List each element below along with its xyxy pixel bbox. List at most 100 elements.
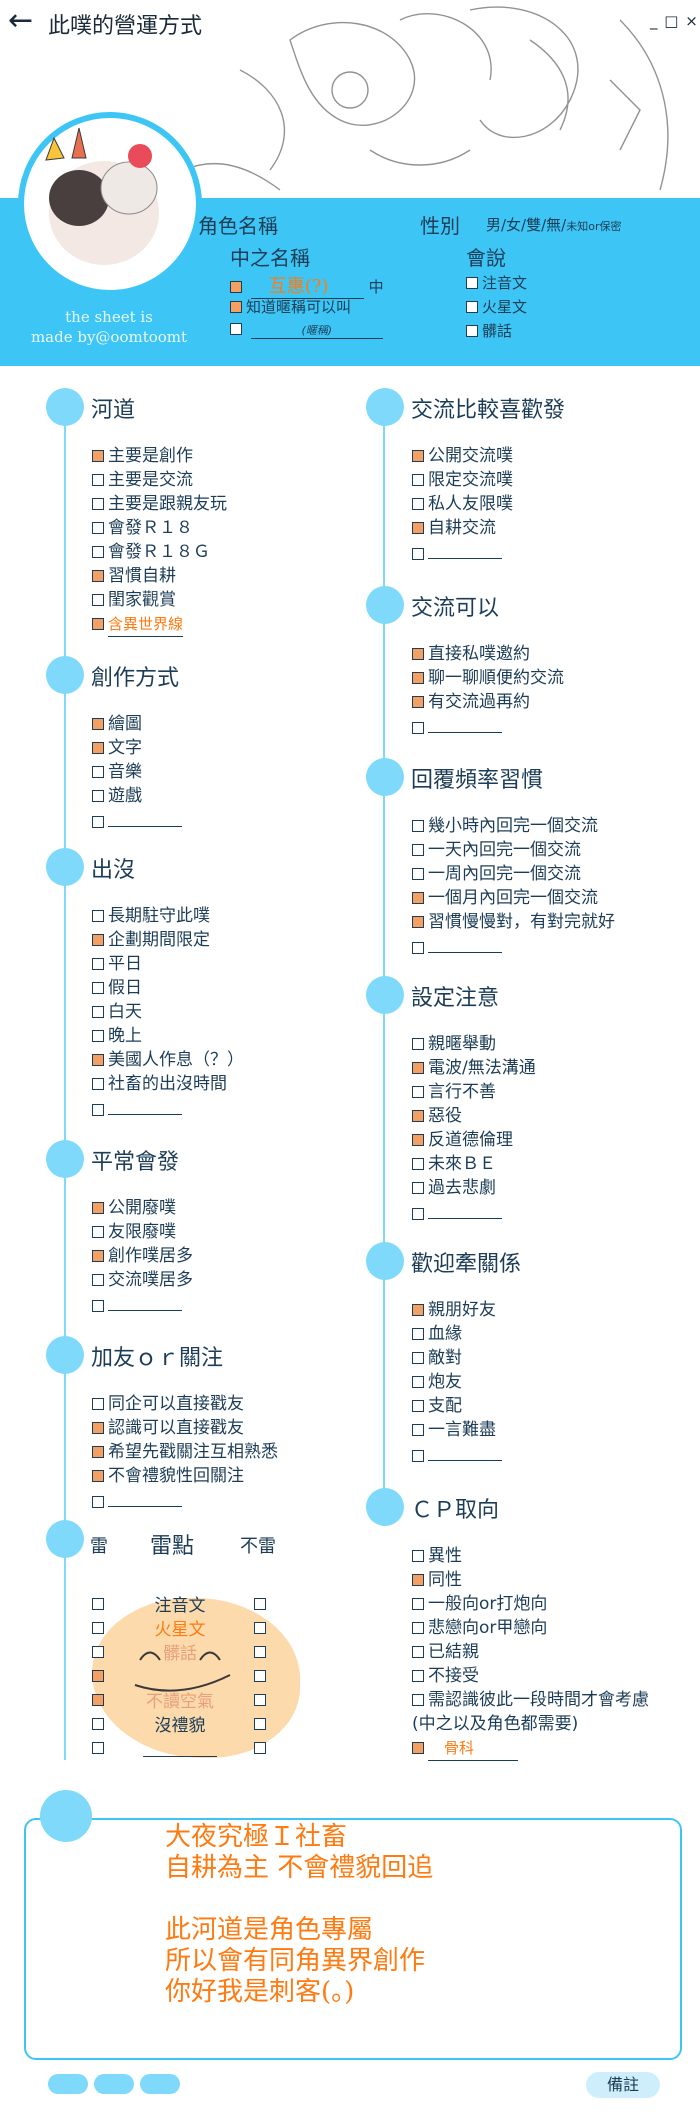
checklist-item[interactable]: 未來ＢＥ <box>412 1152 496 1176</box>
checkbox[interactable] <box>412 696 424 708</box>
checkbox[interactable] <box>92 982 104 994</box>
checkbox[interactable] <box>466 325 478 337</box>
checklist-item[interactable]: 親朋好友 <box>412 1298 496 1322</box>
checkbox[interactable] <box>412 1352 424 1364</box>
checkbox[interactable] <box>412 672 424 684</box>
lei-right-checkbox[interactable] <box>254 1622 266 1634</box>
lei-left-checkbox[interactable] <box>92 1646 104 1658</box>
checkbox[interactable] <box>92 1104 104 1116</box>
checkbox[interactable] <box>92 1422 104 1434</box>
checkbox[interactable] <box>412 1182 424 1194</box>
checkbox[interactable] <box>412 1670 424 1682</box>
checkbox[interactable] <box>412 844 424 856</box>
checklist-item[interactable]: 過去悲劇 <box>412 1176 496 1200</box>
checklist-item[interactable] <box>412 714 502 740</box>
checkbox[interactable] <box>412 648 424 660</box>
checkbox[interactable] <box>92 1398 104 1410</box>
checklist-item[interactable]: 會發Ｒ１８ <box>92 516 193 540</box>
checklist-item[interactable]: 反道德倫理 <box>412 1128 513 1152</box>
checklist-item[interactable]: 含異世界線 <box>92 612 184 637</box>
checkbox[interactable] <box>92 958 104 970</box>
checkbox[interactable] <box>92 570 104 582</box>
checkbox[interactable] <box>412 1598 424 1610</box>
lei-right-checkbox[interactable] <box>254 1694 266 1706</box>
checklist-item[interactable]: 習慣自耕 <box>92 564 176 588</box>
checkbox[interactable] <box>92 766 104 778</box>
checklist-item[interactable]: 私人友限噗 <box>412 492 513 516</box>
lei-left-checkbox[interactable] <box>92 1670 104 1682</box>
checklist-item[interactable]: 骨科 <box>412 1736 518 1761</box>
checkbox[interactable] <box>92 1300 104 1312</box>
checklist-item[interactable]: 限定交流噗 <box>412 468 513 492</box>
notes-tab[interactable]: 備註 <box>586 2072 660 2098</box>
checklist-item[interactable]: 閨家觀賞 <box>92 588 176 612</box>
cn-blank-row[interactable]: (暱稱) <box>230 320 383 339</box>
checkbox[interactable] <box>412 1622 424 1634</box>
checklist-item[interactable]: 交流噗居多 <box>92 1268 193 1292</box>
checklist-item[interactable]: 親暱舉動 <box>412 1032 496 1056</box>
checklist-item[interactable]: 企劃期間限定 <box>92 928 210 952</box>
checkbox[interactable] <box>92 1078 104 1090</box>
checkbox[interactable] <box>412 722 424 734</box>
checkbox[interactable] <box>92 718 104 730</box>
checkbox[interactable] <box>92 474 104 486</box>
checklist-item[interactable]: 直接私噗邀約 <box>412 642 530 666</box>
checklist-item[interactable]: 不會禮貌性回關注 <box>92 1464 244 1488</box>
checklist-item[interactable]: 同企可以直接戳友 <box>92 1392 244 1416</box>
checkbox[interactable] <box>412 1424 424 1436</box>
checklist-item[interactable]: 惡役 <box>412 1104 462 1128</box>
checkbox[interactable] <box>92 1274 104 1286</box>
checklist-item[interactable] <box>412 1200 502 1226</box>
checkbox[interactable] <box>92 1470 104 1482</box>
speaks-item[interactable]: 火星文 <box>466 296 527 317</box>
checkbox[interactable] <box>92 1446 104 1458</box>
back-arrow-icon[interactable]: ← <box>8 3 34 38</box>
checklist-item[interactable]: 聊一聊順便約交流 <box>412 666 564 690</box>
lei-right-checkbox[interactable] <box>254 1598 266 1610</box>
lei-left-checkbox[interactable] <box>92 1598 104 1610</box>
checkbox[interactable] <box>92 1006 104 1018</box>
checkbox[interactable] <box>412 1158 424 1170</box>
checklist-item[interactable]: 希望先戳關注互相熟悉 <box>92 1440 278 1464</box>
checkbox[interactable] <box>92 1496 104 1508</box>
checklist-item[interactable]: 敵對 <box>412 1346 462 1370</box>
speaks-item[interactable]: 注音文 <box>466 272 527 293</box>
checkbox[interactable] <box>92 498 104 510</box>
checklist-item[interactable]: 需認識彼此一段時間才會考慮 <box>412 1688 649 1712</box>
lei-right-checkbox[interactable] <box>254 1718 266 1730</box>
checklist-item[interactable]: 一周內回完一個交流 <box>412 862 581 886</box>
checkbox[interactable] <box>412 1328 424 1340</box>
checkbox[interactable] <box>412 1134 424 1146</box>
checkbox[interactable] <box>412 522 424 534</box>
checklist-item[interactable]: 主要是創作 <box>92 444 193 468</box>
checklist-item[interactable] <box>92 808 182 834</box>
checklist-item[interactable]: 長期駐守此噗 <box>92 904 210 928</box>
checkbox[interactable] <box>92 1250 104 1262</box>
checkbox[interactable] <box>92 816 104 828</box>
lei-right-checkbox[interactable] <box>254 1670 266 1682</box>
window-controls[interactable]: _ □ × <box>650 12 699 30</box>
pill-3[interactable] <box>140 2074 180 2094</box>
lei-left-checkbox[interactable] <box>92 1694 104 1706</box>
checklist-item[interactable]: 支配 <box>412 1394 462 1418</box>
checklist-item[interactable]: 友限廢噗 <box>92 1220 176 1244</box>
checkbox[interactable] <box>412 892 424 904</box>
checkbox[interactable] <box>92 546 104 558</box>
checkbox[interactable] <box>412 942 424 954</box>
checkbox[interactable] <box>92 450 104 462</box>
blank-line[interactable] <box>428 934 502 953</box>
blank-line[interactable] <box>428 1200 502 1219</box>
checklist-item[interactable]: 晚上 <box>92 1024 142 1048</box>
checklist-item[interactable]: 一個月內回完一個交流 <box>412 886 598 910</box>
checklist-item[interactable] <box>412 540 502 566</box>
checklist-item[interactable]: 公開廢噗 <box>92 1196 176 1220</box>
blank-line[interactable] <box>108 1096 182 1115</box>
checkbox[interactable] <box>230 281 242 293</box>
checkbox[interactable] <box>412 820 424 832</box>
checkbox[interactable] <box>92 790 104 802</box>
checkbox[interactable] <box>412 548 424 560</box>
checklist-item[interactable]: 社畜的出沒時間 <box>92 1072 227 1096</box>
cn-nick-row[interactable]: 知道暱稱可以叫 <box>230 296 351 317</box>
nickname-blank[interactable]: (暱稱) <box>250 322 383 339</box>
checkbox[interactable] <box>412 1742 424 1754</box>
